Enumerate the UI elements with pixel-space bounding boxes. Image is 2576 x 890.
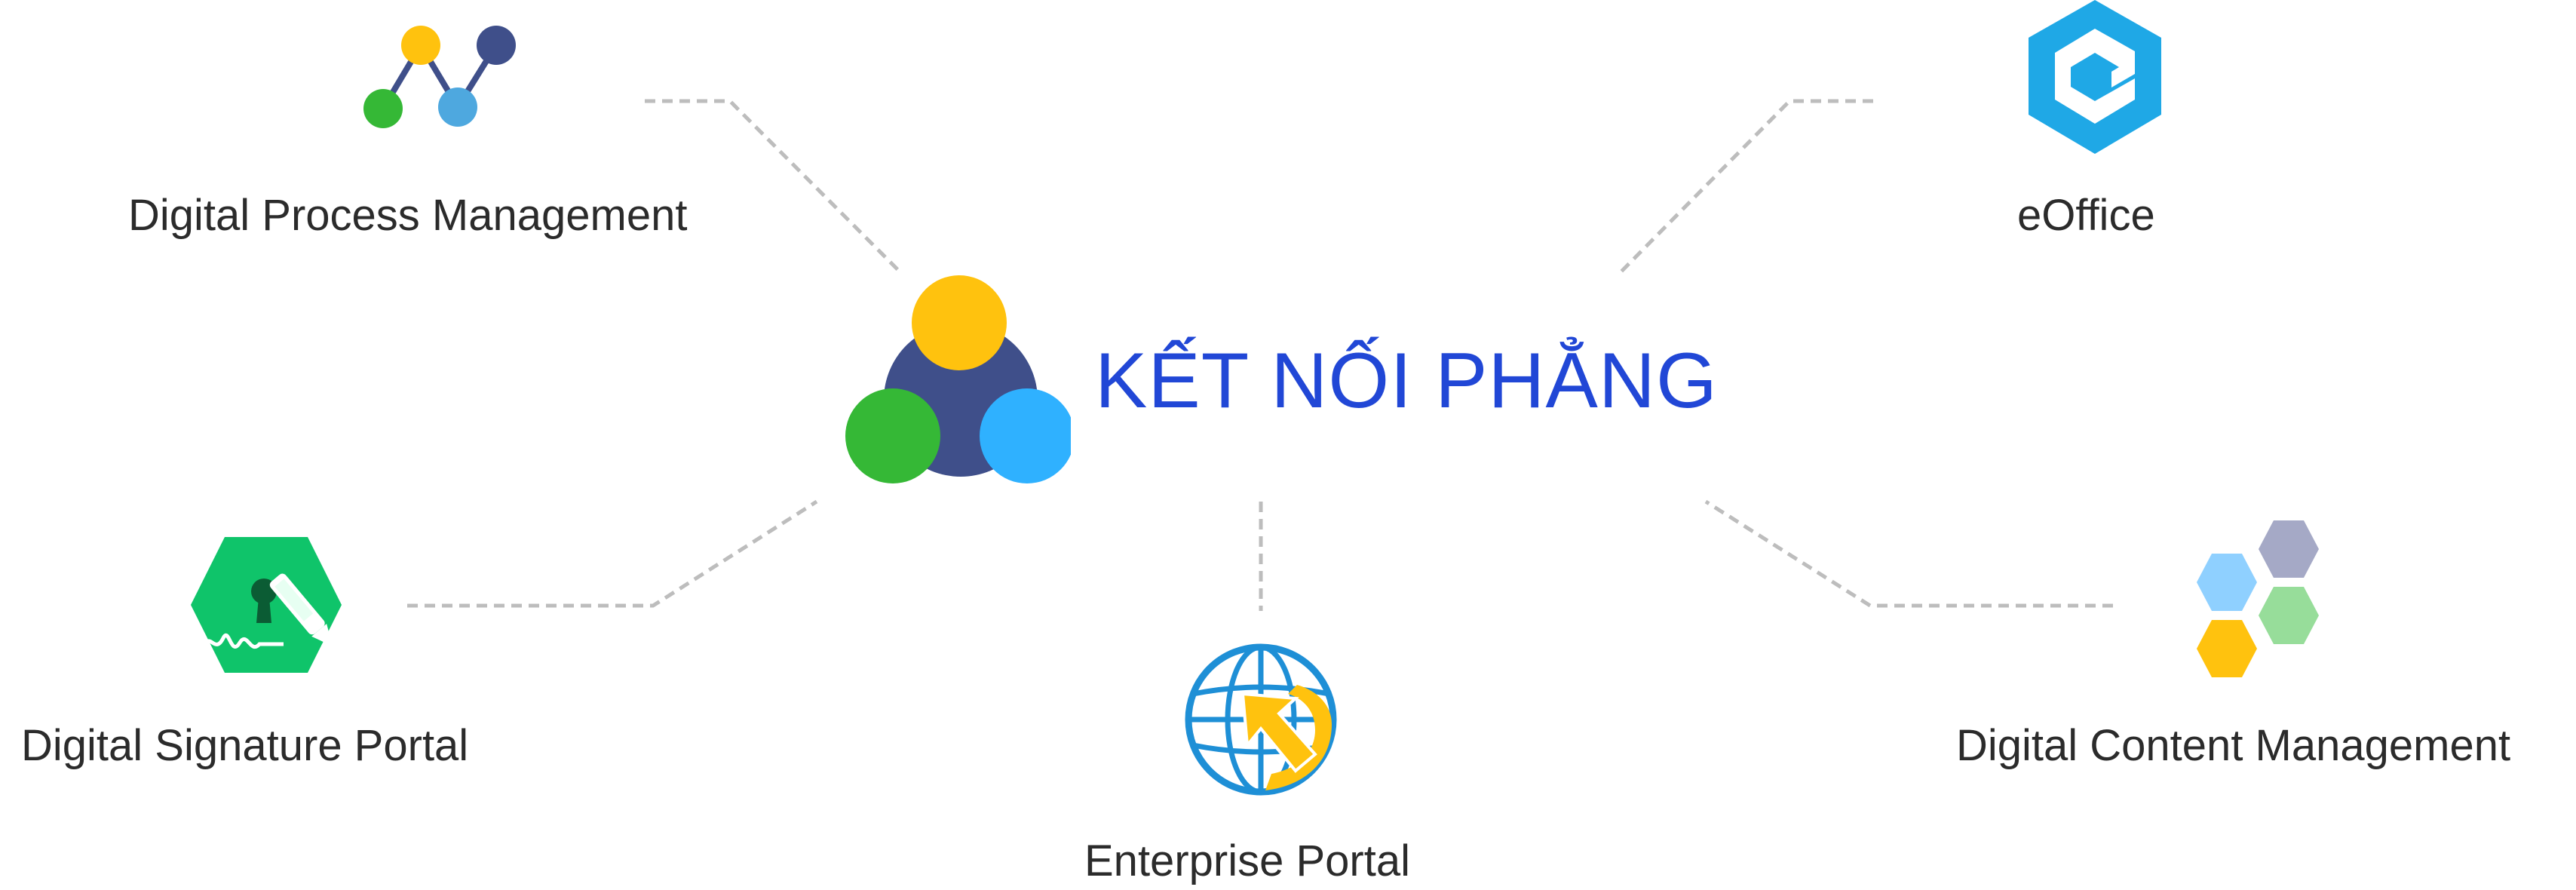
node-dpm: Digital Process Management	[113, 15, 762, 256]
hub-logo-icon	[845, 275, 1071, 483]
node-ep: Enterprise Portal	[1071, 641, 1463, 890]
dcm-hexagon-grey	[2259, 520, 2319, 578]
dcm-hexagon-yellow	[2197, 620, 2257, 677]
dcm-label: Digital Content Management	[1956, 721, 2511, 770]
eoffice-label: eOffice	[2017, 191, 2155, 240]
eoffice-logo-icon	[2029, 0, 2161, 154]
connector-dpm	[645, 99, 903, 275]
process-network-icon	[363, 26, 516, 128]
hub-title: KẾT NỐI PHẲNG	[1095, 337, 1718, 425]
dsp-label: Digital Signature Portal	[21, 721, 469, 770]
dpm-label: Digital Process Management	[128, 191, 688, 240]
connector-dcm	[1704, 499, 2113, 608]
signature-lock-icon	[191, 537, 342, 673]
connector-eoffice	[1618, 99, 1873, 275]
dpm-green-node	[363, 89, 403, 128]
dcm-hexagon-lightblue	[2197, 554, 2257, 611]
node-dsp: Digital Signature Portal	[0, 528, 573, 784]
node-eoffice: eOffice	[1976, 0, 2225, 249]
dpm-blue-node	[438, 87, 477, 127]
hexagon-cluster-icon	[2197, 520, 2319, 677]
hub-blue-circle	[980, 388, 1071, 483]
node-dcm: Digital Content Management	[1953, 520, 2576, 784]
hub-green-circle	[845, 388, 940, 483]
hub-yellow-circle	[912, 275, 1007, 370]
globe-arrow-icon	[1185, 643, 1337, 796]
connector-dsp	[407, 499, 818, 608]
ep-label: Enterprise Portal	[1084, 836, 1410, 885]
dcm-hexagon-green	[2259, 587, 2319, 644]
dpm-navy-node	[477, 26, 516, 65]
hub: KẾT NỐI PHẲNG	[830, 264, 1734, 490]
dpm-yellow-node	[401, 26, 440, 65]
